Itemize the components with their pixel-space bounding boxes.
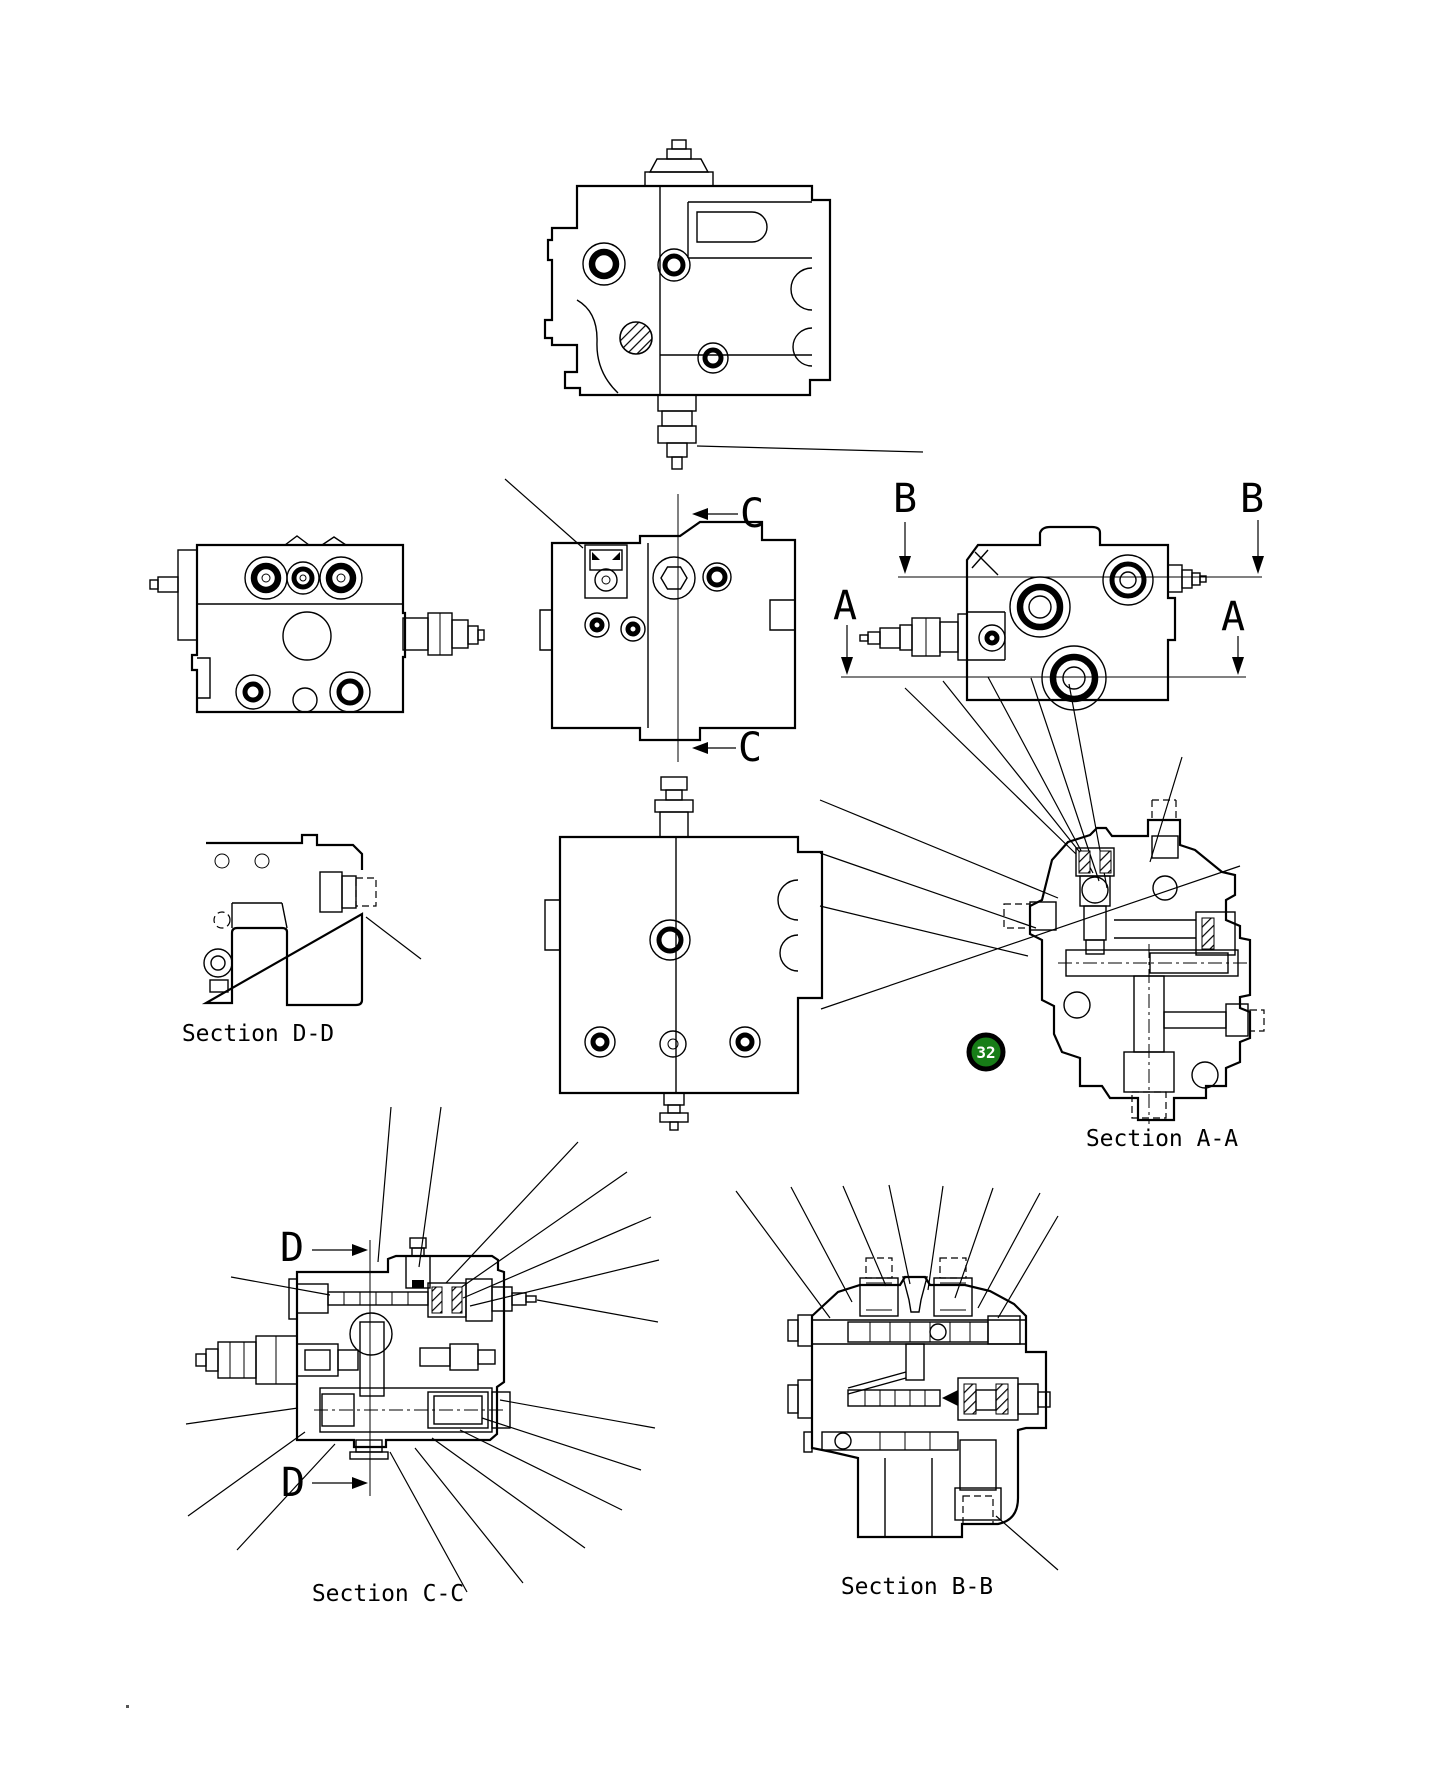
cut-arrow-a-right: A	[1221, 594, 1245, 675]
valve-bores	[978, 554, 1154, 711]
section-bb-label: Section B-B	[841, 1574, 993, 1600]
section-cc-label: Section C-C	[312, 1581, 464, 1607]
view-right-side: B B A A	[833, 476, 1264, 711]
right-valve	[427, 1278, 537, 1322]
cut-letter-b-left: B	[893, 476, 917, 522]
cut-letter-c-bottom: C	[738, 725, 762, 771]
view-top	[543, 139, 924, 470]
top-stem	[654, 776, 694, 838]
top-cartridge	[405, 1237, 431, 1289]
leader-line	[696, 445, 924, 453]
cut-letter-d-top: D	[280, 1225, 304, 1271]
bottom-adjuster	[657, 394, 924, 470]
leader-lines	[735, 1184, 1059, 1571]
bottom-stem	[659, 1092, 689, 1131]
port-slot	[696, 211, 768, 243]
relief-adjuster	[402, 612, 485, 656]
lower-cartridge	[954, 1439, 1002, 1525]
view-section-dd: Section D-D	[182, 833, 422, 1047]
top-ports	[859, 1276, 973, 1317]
upper-spool	[847, 1321, 989, 1343]
top-spool	[327, 1291, 429, 1306]
view-left-side	[149, 535, 485, 714]
cut-letter-c-top: C	[740, 491, 764, 537]
leader-lines	[819, 676, 1241, 1010]
mid-spool	[847, 1377, 1051, 1421]
cut-letter-b-right: B	[1240, 476, 1264, 522]
cut-arrow-d-top: D	[280, 1225, 368, 1271]
view-bottom	[544, 776, 824, 1131]
cut-arrow-c-bottom: C	[692, 725, 762, 771]
cut-arrow-b-right: B	[1240, 476, 1264, 574]
part-balloon-32[interactable]: 32	[966, 1032, 1006, 1072]
lower-spool	[821, 1431, 959, 1451]
cut-arrow-c-top: C	[692, 491, 764, 537]
cut-letter-d-bottom: D	[281, 1460, 305, 1506]
lower-cartridge	[1123, 944, 1175, 1124]
part-balloon-number: 32	[976, 1043, 995, 1062]
cut-letter-a-right: A	[1221, 594, 1245, 640]
lower-spool	[314, 1387, 511, 1433]
leader-lines	[185, 1106, 660, 1593]
section-dd-label: Section D-D	[182, 1021, 334, 1047]
top-stem	[644, 139, 714, 187]
pressure-adjuster	[195, 1335, 359, 1385]
valve-cartridge	[584, 544, 628, 599]
view-section-bb: Section B-B	[735, 1184, 1059, 1600]
section-aa-label: Section A-A	[1086, 1126, 1238, 1152]
cut-letter-a-left: A	[833, 583, 857, 629]
view-section-cc: D D	[185, 1106, 660, 1607]
hex-plug	[652, 556, 696, 600]
plug-fitting	[319, 871, 422, 960]
relief-adjuster	[859, 613, 968, 661]
cut-arrow-d-bottom: D	[281, 1460, 368, 1506]
pilot-cartridge	[1075, 847, 1115, 955]
stray-dot	[126, 1705, 129, 1708]
hatched-port	[619, 321, 653, 355]
view-front: C C	[504, 478, 797, 771]
port-bosses	[244, 556, 363, 600]
cut-arrow-a-left: A	[833, 583, 857, 675]
view-section-aa: 32 Section A-A	[819, 676, 1265, 1152]
side-bolt	[157, 576, 179, 593]
bolt-hole	[582, 242, 729, 374]
side-port	[1167, 564, 1207, 593]
leader-line	[365, 916, 422, 960]
large-bore	[282, 611, 332, 661]
cut-arrow-b-left: B	[893, 476, 917, 574]
leader-line	[504, 478, 584, 549]
